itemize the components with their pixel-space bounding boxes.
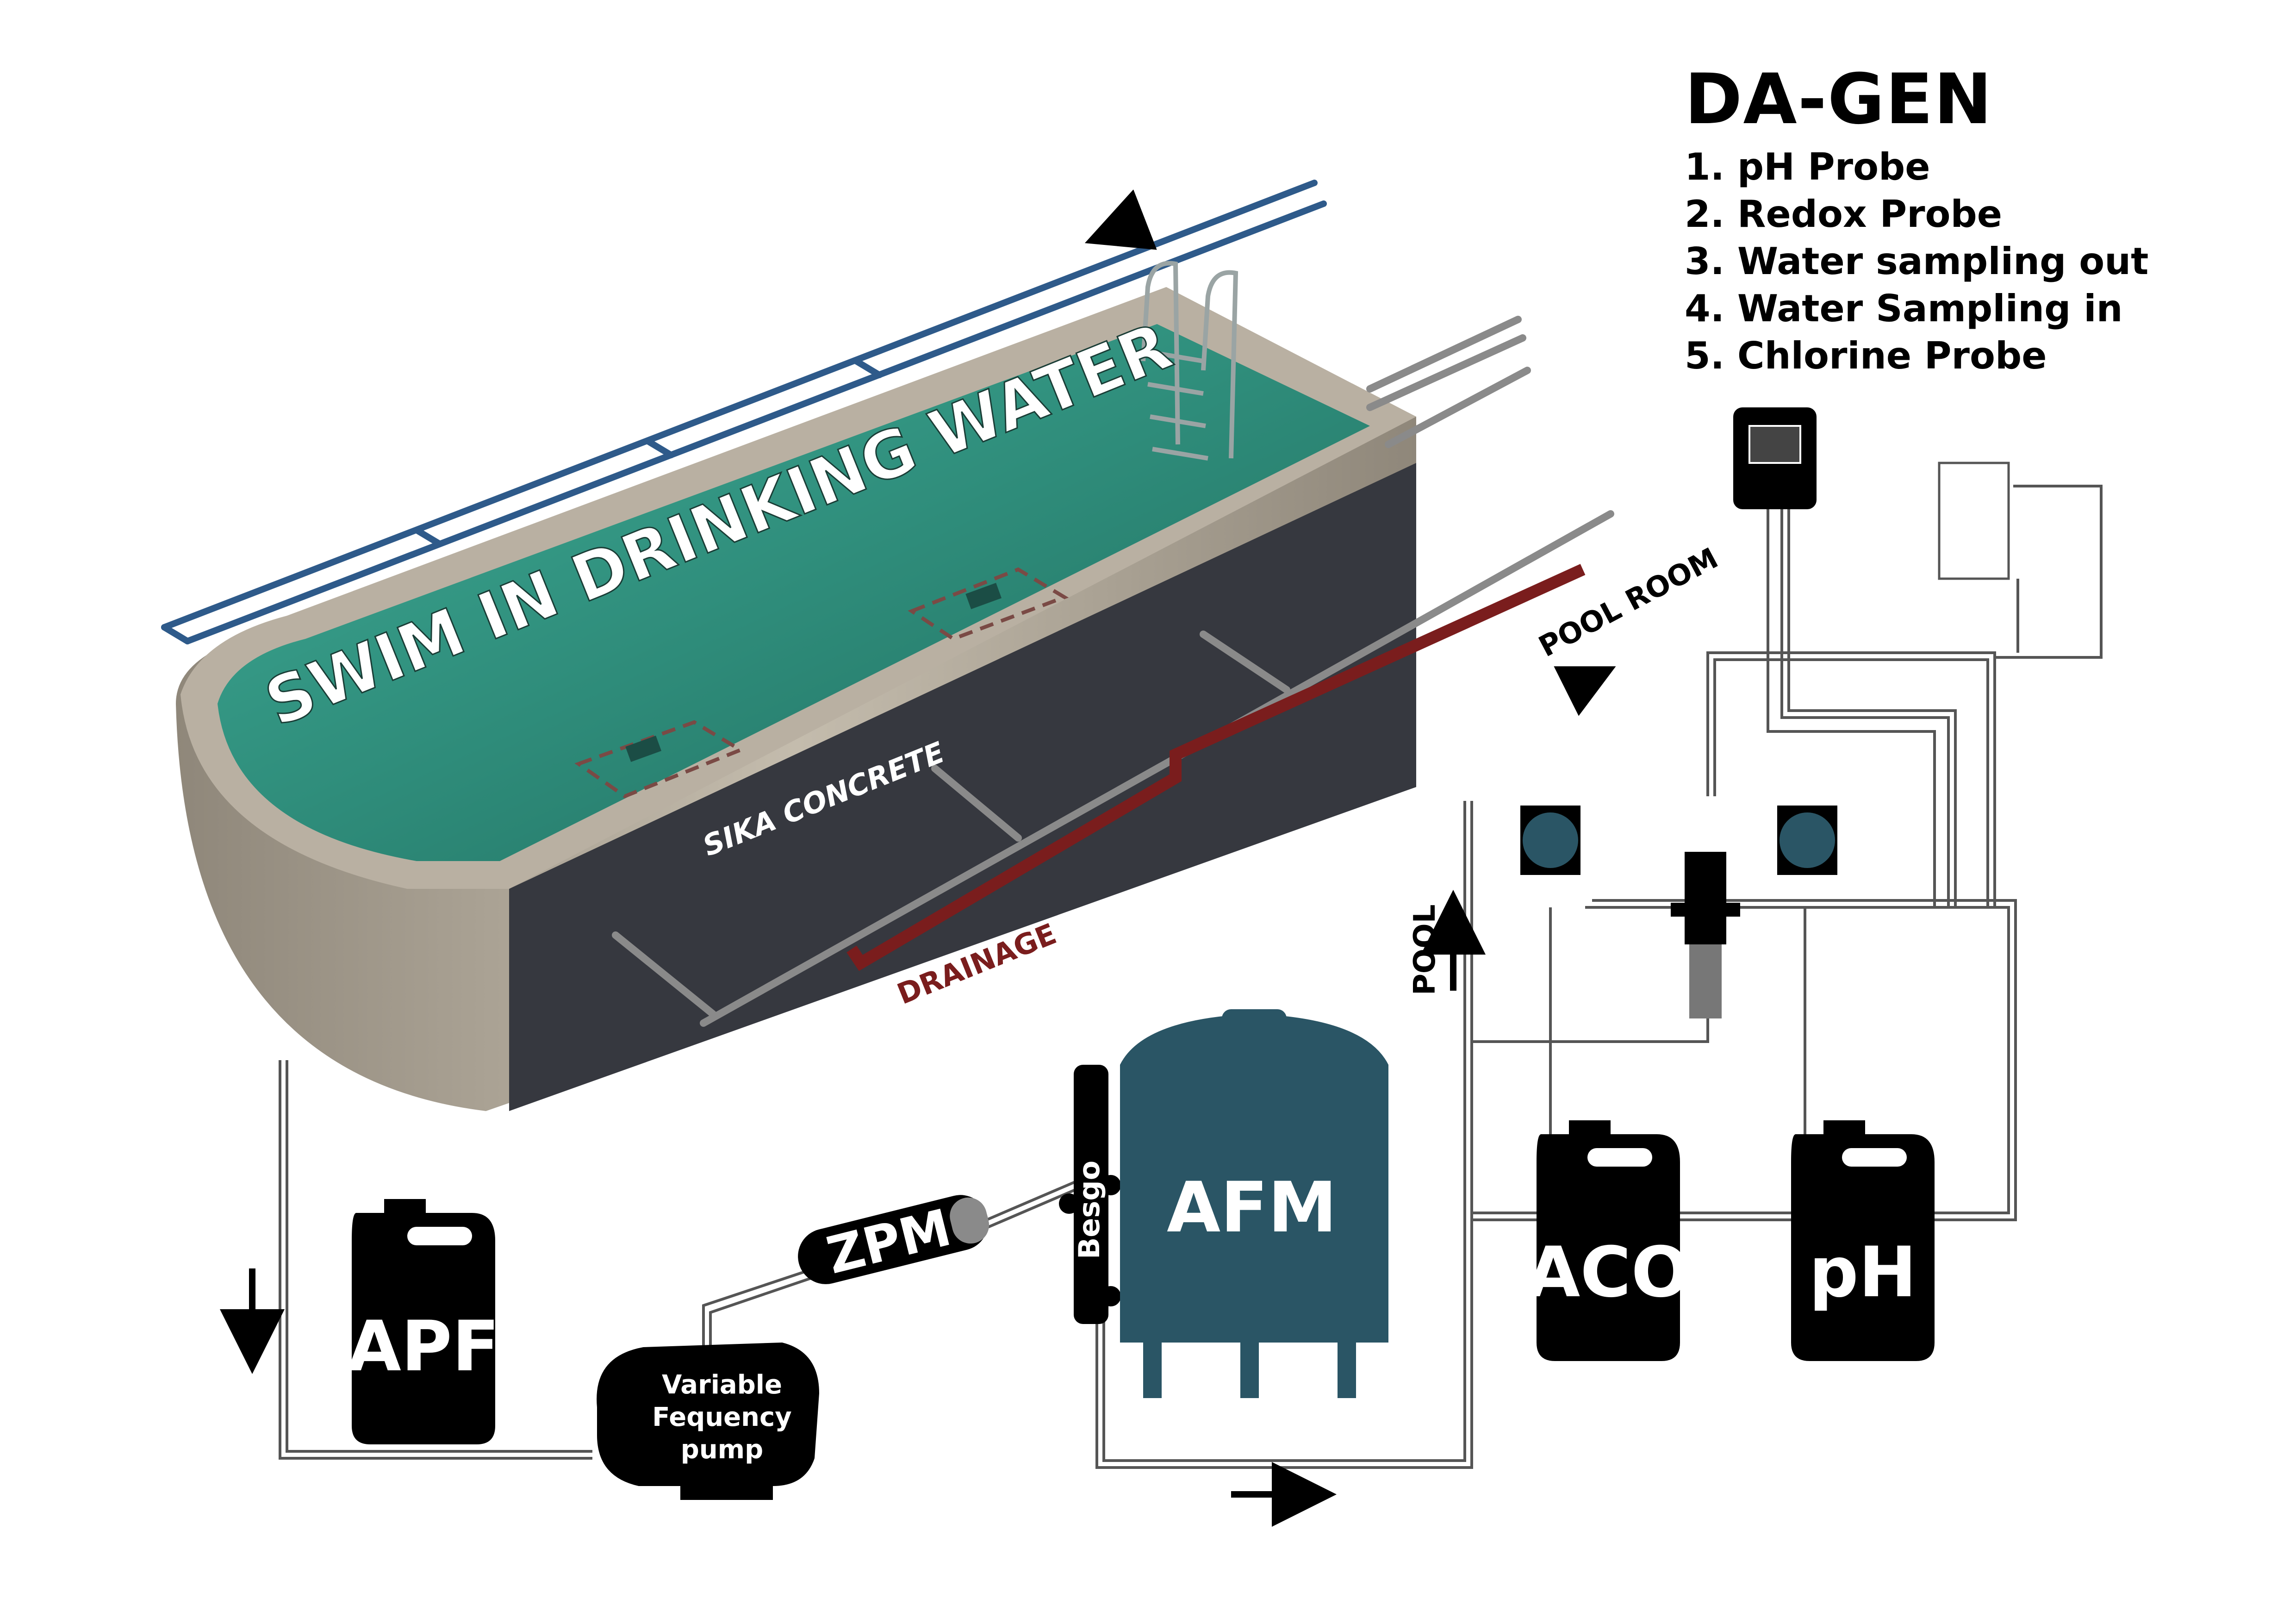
pool-ladder (1141, 261, 1238, 461)
floor-drains (574, 567, 1069, 799)
pool-room-label: POOL ROOM (1533, 541, 1724, 663)
apf-container: APF (348, 1199, 500, 1444)
aco-label: ACO (1526, 1232, 1690, 1313)
da-gen-legend: DA-GEN 1. pH Probe 2. Redox Probe 3. Wat… (1685, 60, 2263, 380)
legend-item-ph-probe: 1. pH Probe (1685, 145, 1930, 188)
pump-label-line-3: pump (681, 1435, 763, 1465)
zpm-label: ZPM (821, 1198, 957, 1285)
pool: SWIM IN DRINKING WATER SIKA CONCRETE DRA… (161, 180, 1724, 1111)
railing (161, 180, 1327, 644)
afm-label: AFM (1167, 1168, 1337, 1248)
ph-container: pH (1791, 1120, 1935, 1361)
variable-frequency-pump: Variable Fequency pump (597, 1343, 819, 1500)
pool-water (218, 324, 1370, 861)
besgo-valve: Besgo (1059, 1065, 1121, 1324)
aco-container: ACO (1526, 1120, 1690, 1361)
dosing-head-ph (1777, 806, 1837, 875)
apf-label: APF (348, 1306, 500, 1387)
pool-return-label: POOL (1408, 905, 1442, 996)
legend-item-chlorine-probe: 5. Chlorine Probe (1685, 334, 2047, 377)
da-gen-controller (1733, 407, 2010, 580)
flow-arrow-railing (1084, 189, 1157, 250)
ph-label: pH (1809, 1232, 1917, 1313)
besgo-label: Besgo (1072, 1161, 1106, 1259)
legend-item-sampling-out: 3. Water sampling out (1685, 240, 2149, 283)
pump-label-line-1: Variable (662, 1370, 782, 1400)
dosing-head-aco (1520, 806, 1580, 875)
legend-list: 1. pH Probe 2. Redox Probe 3. Water samp… (1685, 144, 2263, 380)
drainage-channel (846, 564, 1586, 971)
afm-tank: AFM (1120, 1009, 1388, 1398)
legend-item-sampling-in: 4. Water Sampling in (1685, 287, 2123, 330)
legend-item-redox-probe: 2. Redox Probe (1685, 193, 2003, 236)
probe-cell (1671, 852, 1740, 1018)
legend-title: DA-GEN (1685, 59, 1993, 140)
flow-arrow-pool-room (1554, 666, 1616, 716)
pool-pipes (612, 316, 1614, 1027)
pump-label-line-2: Fequency (652, 1402, 791, 1432)
zpm-unit: ZPM (798, 1195, 989, 1286)
